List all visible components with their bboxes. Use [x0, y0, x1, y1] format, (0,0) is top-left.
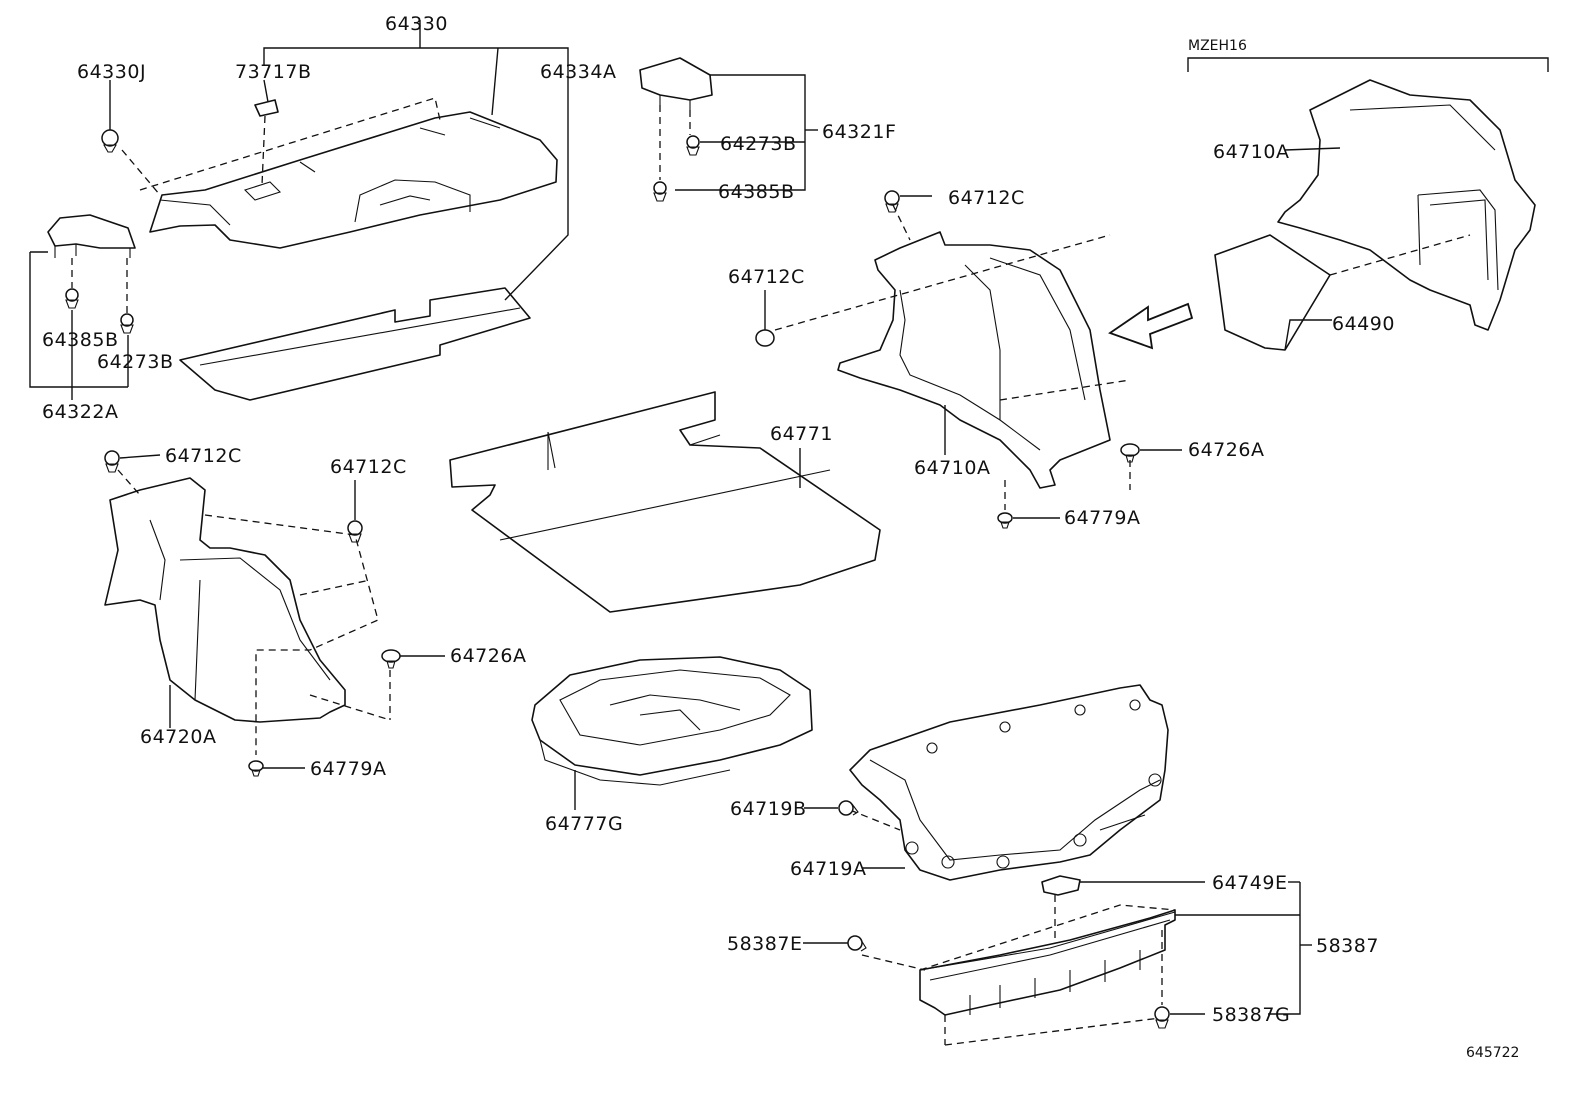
clip-64712C-top	[884, 190, 900, 213]
label-64712C-left: 64712C	[165, 445, 242, 467]
clip-64712C-left2	[347, 520, 363, 543]
label-64779A-right: 64779A	[1064, 507, 1140, 529]
label-64720A: 64720A	[140, 726, 216, 748]
label-64719A: 64719A	[790, 858, 866, 880]
label-64330J: 64330J	[77, 61, 146, 83]
clip-64779A-right	[997, 512, 1013, 529]
label-64712C-mid: 64712C	[728, 266, 805, 288]
clip-64385B-top	[653, 181, 667, 202]
luggage-door-trim-board	[849, 684, 1169, 881]
drawing-number: 645722	[1466, 1045, 1519, 1061]
label-64719B: 64719B	[730, 798, 806, 820]
rear-floor-board	[179, 287, 531, 401]
inset-cover-64490	[1214, 234, 1331, 351]
variant-note: MZEH16	[1188, 38, 1247, 54]
clip-58387E	[847, 935, 867, 952]
trunk-floor-mat	[449, 391, 881, 613]
label-64321F: 64321F	[822, 121, 896, 143]
label-64777G: 64777G	[545, 813, 623, 835]
part-labels: 64330 64330J 73717B 64334A 64321F 64273B…	[42, 13, 1519, 1061]
rear-floor-scuff-plate	[919, 909, 1176, 1016]
side-bracket-right	[639, 57, 713, 110]
luggage-tray-box	[531, 656, 813, 786]
label-64490: 64490	[1332, 313, 1395, 335]
clip-64273B-top	[686, 135, 700, 156]
label-73717B: 73717B	[235, 61, 311, 83]
label-64710A-right: 64710A	[1213, 141, 1289, 163]
trunk-side-trim-inset	[1277, 79, 1536, 331]
clip-64726A-right	[1120, 443, 1140, 463]
label-64712C-left2: 64712C	[330, 456, 407, 478]
label-64726A-right: 64726A	[1188, 439, 1264, 461]
label-64385B-top: 64385B	[718, 181, 794, 203]
package-tray-trim-panel	[149, 111, 558, 249]
clip-64726A-left	[381, 649, 401, 669]
variant-bracket	[1187, 57, 1549, 72]
label-64712C-top: 64712C	[948, 187, 1025, 209]
label-64334A: 64334A	[540, 61, 616, 83]
label-64710A-mid: 64710A	[914, 457, 990, 479]
label-64726A-left: 64726A	[450, 645, 526, 667]
clip-64719B	[838, 800, 859, 816]
trunk-side-trim-right	[837, 231, 1111, 489]
clip-64712C-left	[104, 450, 120, 473]
label-58387E: 58387E	[727, 933, 802, 955]
label-64749E: 64749E	[1212, 872, 1287, 894]
label-64771: 64771	[770, 423, 833, 445]
lock-striker-cover-64749E	[1041, 875, 1081, 896]
clip-64712C-mid	[755, 329, 775, 347]
clip-64385B-left	[65, 288, 79, 309]
leader-lines	[29, 20, 1341, 1015]
view-direction-arrow	[1108, 302, 1194, 350]
label-64385B-left: 64385B	[42, 329, 118, 351]
label-64273B-left: 64273B	[97, 351, 173, 373]
side-bracket-left	[47, 214, 136, 258]
label-58387G: 58387G	[1212, 1004, 1290, 1026]
clip-64779A-left	[248, 760, 264, 777]
label-64779A-left: 64779A	[310, 758, 386, 780]
label-64322A: 64322A	[42, 401, 118, 423]
clip-58387G	[1154, 1006, 1170, 1029]
label-58387: 58387	[1316, 935, 1379, 957]
clip-64273B-left	[120, 313, 134, 334]
clip-64330J	[101, 129, 119, 153]
label-64273B-top: 64273B	[720, 133, 796, 155]
clip-73717B	[254, 99, 279, 117]
label-64330: 64330	[385, 13, 448, 35]
trunk-side-trim-left	[104, 477, 346, 723]
